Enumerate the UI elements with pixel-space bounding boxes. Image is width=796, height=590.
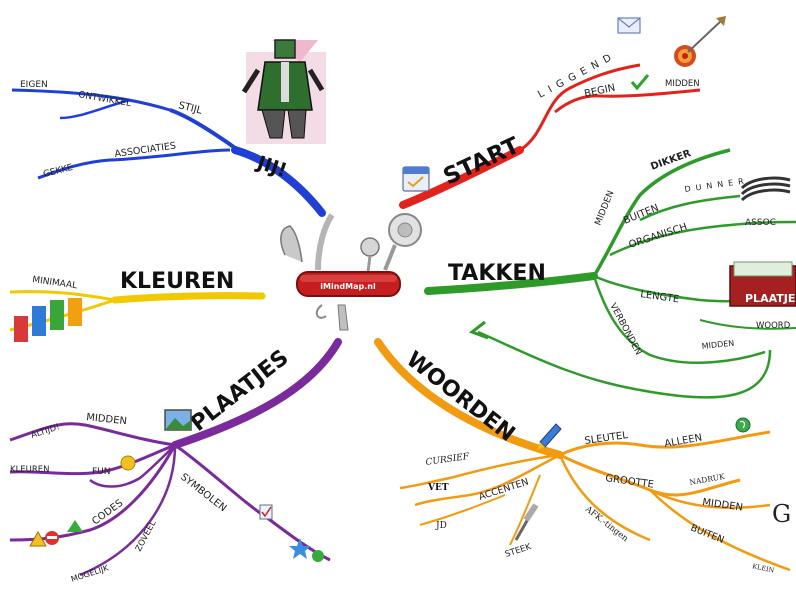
swiss-army-knife-icon: iMindMap.nl — [280, 213, 422, 331]
word-assoc: ASSOC — [745, 218, 776, 228]
picture-frame-icon: PLAATJE — [729, 261, 796, 307]
word-groot: G — [772, 500, 791, 528]
word-midden-takken: MIDDEN — [594, 189, 617, 227]
envelope-icon — [617, 17, 641, 34]
center-label: iMindMap.nl — [320, 282, 376, 291]
warning-icon — [29, 530, 47, 547]
word-gekke: GEKKE — [42, 163, 74, 180]
word-buiten-woorden: BUITEN — [689, 523, 726, 546]
person-illustration-icon — [241, 39, 326, 144]
calendar-icon — [402, 166, 430, 192]
word-altijd: ALTIJD! — [30, 422, 61, 441]
word-minimaal: MINIMAAL — [32, 275, 78, 291]
word-woord: WOORD — [756, 321, 791, 331]
question-icon — [312, 550, 324, 562]
word-kleuren-plaatjes: KLEUREN — [10, 465, 50, 475]
word-lengte: LENGTE — [640, 289, 680, 305]
word-afkortingen: AFK.-tingen — [582, 504, 630, 545]
word-grootte: GROOTTE — [605, 473, 655, 491]
pen-icon — [537, 423, 562, 450]
word-buiten-takken: BUITEN — [622, 203, 660, 227]
word-mogelijk: MOGELIJK — [70, 563, 110, 584]
branch-plaatjes: PLAATJES ALTIJD! MIDDEN KLEUREN FUN CODE… — [9, 338, 342, 584]
word-midden-start: MIDDEN — [665, 79, 700, 89]
branch-label-start: START — [440, 133, 524, 191]
word-cursief: CURSIEF — [425, 452, 470, 468]
syringe-icon — [514, 503, 539, 541]
globe-icon — [735, 417, 751, 433]
checkmark-icon — [630, 74, 650, 91]
triangle-icon — [67, 520, 83, 532]
word-dunner: DUNNER — [684, 176, 749, 194]
word-accenten: ACCENTEN — [478, 476, 530, 502]
word-verbonden: VERBONDEN — [607, 302, 643, 357]
word-organisch: ORGANISCH — [628, 222, 689, 251]
dart-target-icon — [674, 16, 726, 67]
landscape-picture-icon — [164, 409, 192, 431]
word-jd: JD — [435, 521, 447, 531]
no-entry-icon — [45, 531, 59, 545]
smiley-icon — [120, 455, 136, 471]
branch-label-takken: TAKKEN — [448, 261, 546, 286]
word-midden-plaatjes: MIDDEN — [86, 412, 128, 427]
word-symbolen: SYMBOLEN — [178, 472, 228, 515]
branch-label-kleuren: KLEUREN — [120, 269, 234, 294]
book-stack-icon — [740, 176, 791, 202]
word-plaatje: PLAATJE — [745, 292, 795, 305]
word-vet: VET — [427, 483, 449, 493]
word-fun: FUN — [92, 467, 111, 477]
word-midden2-takken: MIDDEN — [701, 339, 734, 351]
colored-letters-icon — [14, 298, 82, 342]
word-eigen: EIGEN — [20, 80, 48, 90]
checklist-icon — [259, 504, 273, 520]
branch-kleuren: KLEUREN MINIMAAL — [9, 269, 266, 332]
star-icon — [289, 538, 311, 559]
word-ontwikkel: ONTWIKKEL — [77, 90, 131, 109]
word-dikker: DIKKER — [649, 148, 693, 173]
branch-label-woorden: WOORDEN — [401, 347, 519, 447]
word-steek: STEEK — [504, 542, 533, 560]
word-midden-woorden: MIDDEN — [702, 497, 744, 514]
